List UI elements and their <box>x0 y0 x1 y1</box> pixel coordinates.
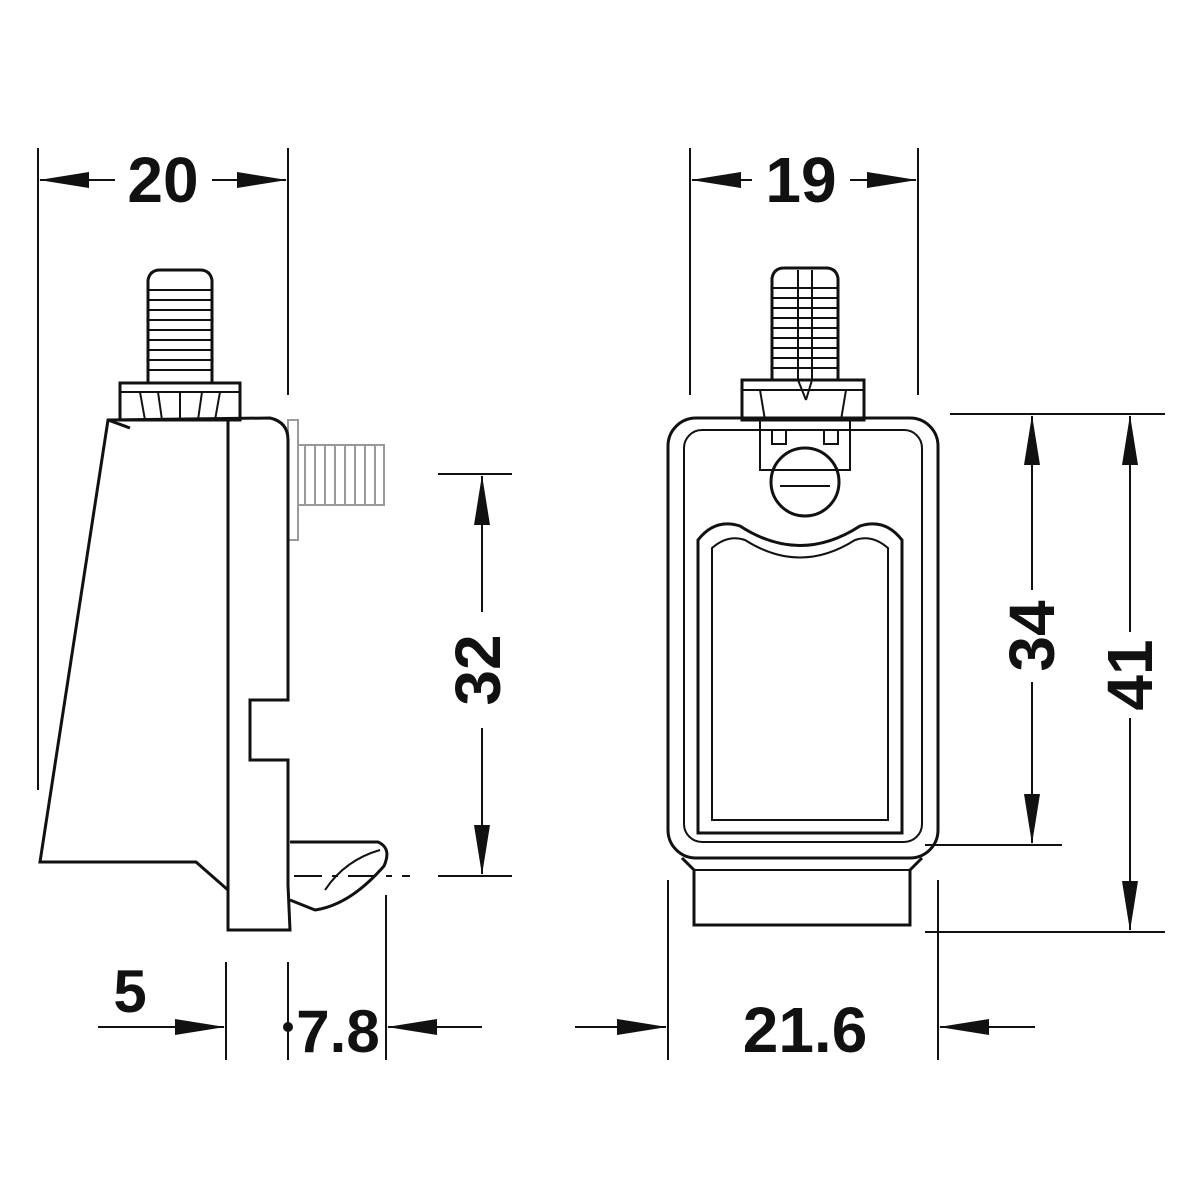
dim-label-inner-height: 34 <box>996 600 1068 672</box>
side-body-outline <box>38 416 292 932</box>
dimension-arrows <box>39 172 1138 1035</box>
dim-label-total-height: 41 <box>1094 639 1166 710</box>
front-clip-ball <box>769 446 841 518</box>
front-view <box>666 266 940 927</box>
dim-label-side-height: 32 <box>442 634 514 705</box>
dim-label-offset-left: 5 <box>113 958 146 1025</box>
front-hex-collar <box>740 378 866 422</box>
front-base-foot <box>680 856 924 927</box>
front-body-inner <box>683 429 923 843</box>
front-label-window <box>696 522 904 835</box>
dim-label-front-width: 19 <box>765 144 836 216</box>
extension-lines <box>37 148 1165 1060</box>
dim-label-offset-right: 7.8 <box>296 998 379 1065</box>
side-view <box>38 268 410 932</box>
ghost-screw <box>287 419 385 541</box>
reference-dot <box>283 1022 293 1032</box>
dim-label-side-width: 20 <box>127 144 198 216</box>
dim-label-base-width: 21.6 <box>743 994 868 1066</box>
side-threaded-stud <box>146 268 214 383</box>
front-body-outline <box>666 416 940 860</box>
support-tongue <box>289 840 389 912</box>
front-threaded-stud <box>770 266 840 380</box>
